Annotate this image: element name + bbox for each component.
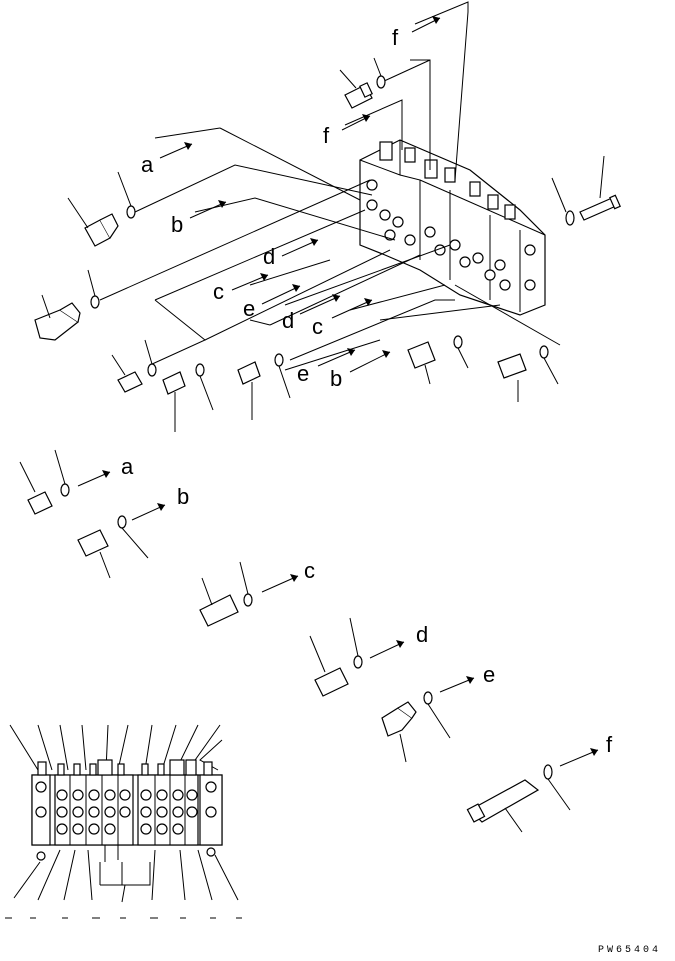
callout-f-mid: f xyxy=(323,123,330,148)
callout-d-detail: d xyxy=(416,622,428,647)
valve-front-view-inset xyxy=(5,724,242,919)
detail-c: c xyxy=(199,558,315,627)
callout-e-detail: e xyxy=(483,662,495,687)
callout-a-top: a xyxy=(141,152,154,177)
callout-b-lower: b xyxy=(330,366,342,391)
callout-e-left: e xyxy=(243,296,255,321)
callout-e-lower: e xyxy=(297,361,309,386)
upper-fittings xyxy=(34,57,559,432)
callout-c-left: c xyxy=(213,279,224,304)
detail-b: b xyxy=(77,484,189,579)
document-code: PW65404 xyxy=(598,945,661,956)
control-valve-assembly xyxy=(359,139,546,316)
inset-ports xyxy=(35,781,217,861)
detail-d: d xyxy=(309,617,428,697)
callout-f-detail: f xyxy=(606,732,613,757)
upper-callouts: f f a b c d e d c e b xyxy=(141,16,441,391)
callout-c-detail: c xyxy=(304,558,315,583)
hose-lines xyxy=(99,1,561,371)
mounting-bolt xyxy=(551,155,621,226)
detail-e: e xyxy=(381,662,495,763)
inset-top-fittings xyxy=(37,759,213,776)
callout-d-left: d xyxy=(263,244,275,269)
callout-b-detail: b xyxy=(177,484,189,509)
callout-a-detail: a xyxy=(121,454,134,479)
callout-d-mid: d xyxy=(282,308,294,333)
callout-f-top: f xyxy=(392,25,399,50)
callout-c-mid: c xyxy=(312,314,323,339)
detail-a: a xyxy=(19,449,134,515)
detail-f: f xyxy=(466,732,613,833)
callout-b-top: b xyxy=(171,212,183,237)
